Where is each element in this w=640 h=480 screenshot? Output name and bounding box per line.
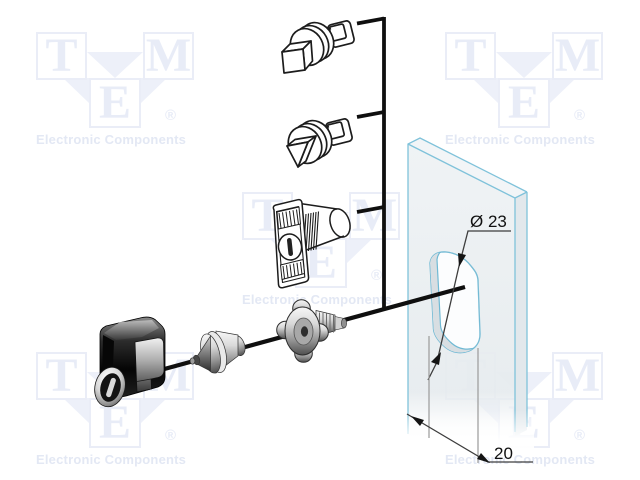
width-dimension: 20	[406, 336, 533, 463]
watermark-letter: T	[45, 352, 78, 400]
bracket-tick	[356, 205, 385, 214]
triangle-spindle-insert	[286, 118, 353, 168]
watermark-square-t: T	[36, 32, 87, 80]
watermark-tagline: Electronic Components	[242, 292, 393, 307]
watermark-tagline: Electronic Components	[445, 132, 596, 147]
panel-bottom-fade	[402, 410, 534, 448]
watermark-square-t: T	[36, 352, 87, 400]
dimension-arrow	[431, 352, 441, 365]
knob-stub-end	[341, 318, 347, 329]
insert-options-bracket	[356, 16, 386, 309]
dimension-arrow	[411, 416, 424, 426]
lock-body	[94, 316, 166, 408]
watermark-letter: M	[351, 192, 398, 240]
watermark-square-m: M	[552, 352, 603, 400]
adapter-tip-nub	[189, 357, 196, 365]
watermark-letter: T	[454, 32, 487, 80]
hole-back-outline	[436, 251, 480, 350]
lock-bezel-inner	[275, 205, 306, 284]
watermark-tagline: Electronic Components	[36, 132, 187, 147]
bracket-tick	[356, 16, 385, 26]
tme-watermark-center: T M E ® Electronic Components	[242, 187, 405, 307]
watermark-letter: M	[145, 32, 192, 80]
watermark-letter: M	[554, 32, 601, 80]
mounting-hole	[429, 251, 481, 354]
registered-trademark-icon: ®	[574, 427, 586, 444]
watermark-letter: T	[45, 32, 78, 80]
bracket-tick	[356, 110, 385, 119]
key-slot	[106, 377, 116, 398]
hole-wall	[430, 251, 480, 353]
watermark-square-e: E	[89, 78, 141, 128]
registered-trademark-icon: ®	[165, 427, 177, 444]
watermark-square-m: M	[349, 192, 400, 240]
watermark-letter: M	[554, 352, 601, 400]
panel-top-edge	[408, 138, 527, 198]
watermark-letter: E	[98, 398, 131, 448]
panel-side-edge	[515, 192, 527, 436]
knob-center	[300, 326, 309, 337]
tme-watermark-top-right: T M E ® Electronic Components	[445, 27, 608, 147]
watermark-square-e: E	[89, 398, 141, 448]
registered-trademark-icon: ®	[165, 107, 177, 124]
cone-adapter	[189, 330, 246, 374]
square-spindle-insert	[281, 20, 355, 74]
registered-trademark-icon: ®	[574, 107, 586, 124]
dimension-arrow	[477, 453, 490, 463]
lock-body-top-face	[104, 320, 159, 340]
keyhole-slot	[286, 238, 294, 256]
registered-trademark-icon: ®	[371, 267, 383, 284]
lock-knurl-bottom	[280, 259, 305, 280]
tme-watermark-top-left: T M E ® Electronic Components	[36, 27, 199, 147]
watermark-letter: E	[98, 78, 131, 128]
watermark-square-m: M	[552, 32, 603, 80]
lock-spring-coil	[302, 211, 320, 253]
diameter-dimension: Ø 23	[427, 212, 511, 381]
square-spindle-face	[281, 48, 306, 74]
insert-rear-cap	[327, 20, 355, 48]
diameter-dimension-label: Ø 23	[470, 212, 507, 231]
watermark-square-e: E	[498, 78, 550, 128]
lock-cam-latch	[134, 337, 165, 393]
watermark-square-t: T	[445, 32, 496, 80]
dimension-arrow	[458, 253, 466, 267]
knurled-knob	[276, 299, 347, 363]
lock-knurl-top	[276, 206, 301, 230]
triangle-spindle-face	[286, 141, 309, 168]
watermark-tagline: Electronic Components	[36, 452, 187, 467]
watermark-square-m: M	[143, 32, 194, 80]
key-lock-insert	[272, 198, 351, 289]
panel-outline	[407, 137, 528, 434]
width-dimension-label: 20	[494, 444, 513, 463]
watermark-letter: E	[507, 78, 540, 128]
